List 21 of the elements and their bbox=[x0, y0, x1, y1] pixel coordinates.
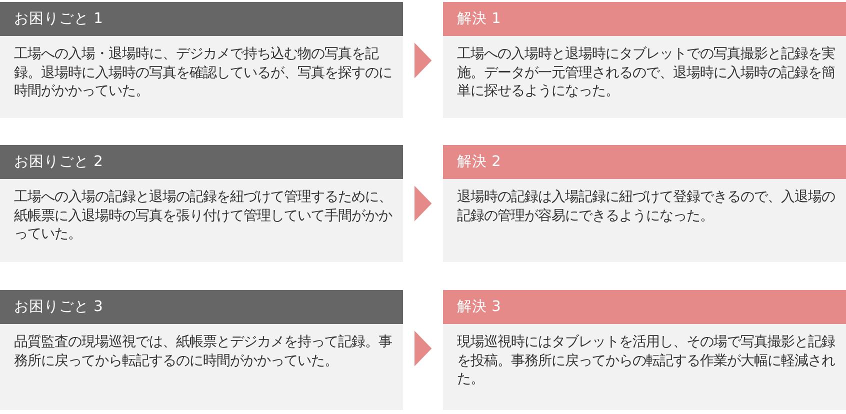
card-heading: 解決 1 bbox=[443, 2, 846, 36]
description-text: 現場巡視時にはタブレットを活用し、その場で写真撮影と記録を投稿。事務所に戻ってからの転記する作業が大幅に軽減された。 bbox=[457, 333, 836, 388]
card-heading: お困りごと 3 bbox=[0, 290, 403, 324]
solution-card bbox=[443, 290, 846, 410]
solution-card bbox=[443, 145, 846, 262]
solution-card bbox=[443, 2, 846, 118]
description-text: 工場への入場の記録と退場の記録を紐づけて管理するために、紙帳票に入退場時の写真を張り付けて管理していて手間がかかっていた。 bbox=[14, 188, 394, 244]
arrow bbox=[414, 332, 432, 366]
problem-card bbox=[0, 2, 403, 118]
arrow bbox=[414, 44, 432, 78]
description-text: 品質監査の現場巡視では、紙帳票とデジカメを持って記録。事務所に戻ってから転記するのに時間がかかっていた。 bbox=[14, 333, 393, 370]
card-heading: 解決 3 bbox=[443, 290, 846, 324]
card-heading: お困りごと 2 bbox=[0, 145, 403, 179]
description-text: 工場への入場・退場時に、デジカメで持ち込む物の写真を記録。退場時に入場時の写真を確認しているが、写真を探すのに時間がかかっていた。 bbox=[14, 45, 393, 100]
description-text: 工場への入場時と退場時にタブレットでの写真撮影と記録を実施。データが一元管理されるので、退場時に入場時の記録を簡単に探せるようになった。 bbox=[457, 45, 836, 100]
problem-card bbox=[0, 290, 403, 410]
card-heading: お困りごと 1 bbox=[0, 2, 403, 36]
arrow bbox=[414, 186, 432, 220]
description-text: 退場時の記録は入場記録に紐づけて登録できるので、入退場の記録の管理が容易にできるようになった。 bbox=[457, 188, 836, 225]
problem-card bbox=[0, 145, 403, 262]
card-heading: 解決 2 bbox=[443, 145, 846, 179]
